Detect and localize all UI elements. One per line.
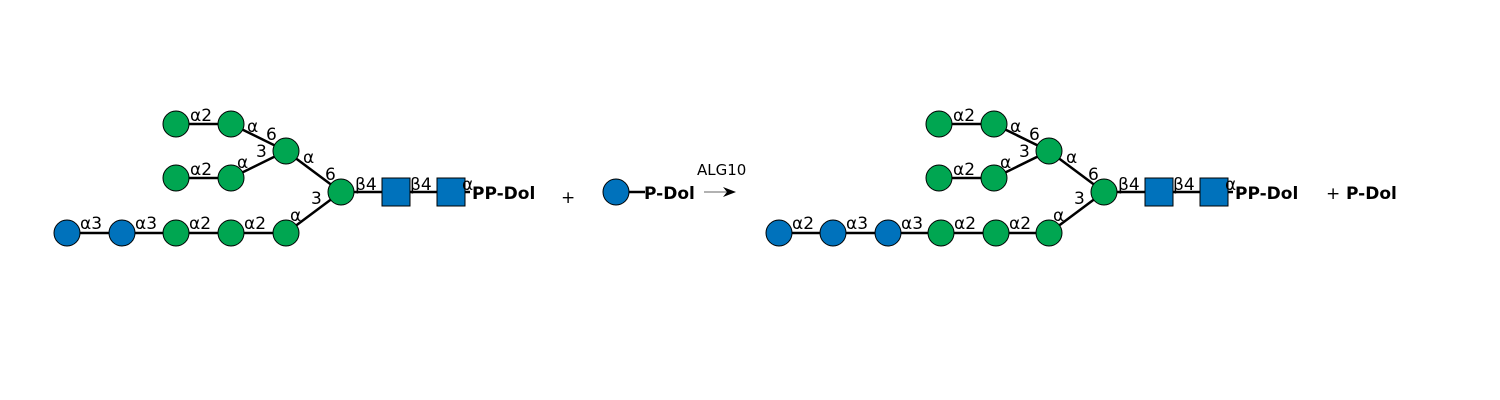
linkage-label: α2	[953, 106, 975, 126]
glucose-circle	[108, 219, 136, 247]
enzyme-label: ALG10	[697, 161, 746, 179]
linkage-label: α2	[954, 214, 976, 234]
mannose-circle	[217, 164, 245, 192]
linkage-label: α	[303, 148, 314, 168]
linkage-label: β4	[1173, 175, 1195, 195]
mannose-circle	[925, 110, 953, 138]
linkage-label: β4	[355, 175, 377, 195]
linkage-label: α3	[80, 214, 102, 234]
linkage-label: 6	[325, 165, 336, 185]
mannose-circle	[272, 137, 300, 165]
mannose-circle	[927, 219, 955, 247]
linkage-label: α2	[1009, 214, 1031, 234]
mannose-circle	[1090, 178, 1118, 206]
plus-sign: +	[561, 188, 575, 208]
byproduct-label: P-Dol	[1346, 184, 1397, 204]
donor-aglycone-label: P-Dol	[644, 184, 695, 204]
reaction-arrowhead	[723, 187, 736, 197]
linkage-label: β4	[410, 175, 432, 195]
linkage-label: α	[462, 175, 473, 195]
linkage-label: α	[1010, 117, 1021, 137]
mannose-circle	[982, 219, 1010, 247]
glucose-circle	[53, 219, 81, 247]
linkage-label: α3	[901, 214, 923, 234]
linkage-label: α2	[244, 214, 266, 234]
aglycone-label: PP-Dol	[1235, 184, 1298, 204]
linkage-label: 6	[266, 125, 277, 145]
glucose-circle	[819, 219, 847, 247]
linkage-label: 3	[256, 142, 267, 162]
linkage-label: 3	[1019, 142, 1030, 162]
linkage-label: α3	[135, 214, 157, 234]
linkage-label: α	[1000, 153, 1011, 173]
linkage-label: α	[247, 117, 258, 137]
mannose-circle	[1035, 137, 1063, 165]
glucose-circle	[874, 219, 902, 247]
linkage-label: α	[237, 153, 248, 173]
linkage-label: α2	[190, 160, 212, 180]
linkage-label: α	[290, 206, 301, 226]
linkage-label: α2	[953, 160, 975, 180]
linkage-label: 3	[311, 189, 322, 209]
linkage-label: α2	[189, 214, 211, 234]
mannose-circle	[272, 219, 300, 247]
mannose-circle	[327, 178, 355, 206]
linkage-label: α	[1066, 148, 1077, 168]
linkage-label: 6	[1088, 165, 1099, 185]
linkage-label: α2	[792, 214, 814, 234]
glcnac-square	[1144, 177, 1174, 207]
plus-sign: +	[1326, 184, 1340, 204]
mannose-circle	[162, 164, 190, 192]
mannose-circle	[217, 110, 245, 138]
glcnac-square	[436, 177, 466, 207]
glcnac-square	[381, 177, 411, 207]
linkage-label: 3	[1074, 189, 1085, 209]
linkage-label: α	[1053, 206, 1064, 226]
mannose-circle	[980, 164, 1008, 192]
mannose-circle	[162, 219, 190, 247]
mannose-circle	[925, 164, 953, 192]
mannose-circle	[217, 219, 245, 247]
linkage-label: β4	[1118, 175, 1140, 195]
linkage-label: α	[1225, 175, 1236, 195]
mannose-circle	[162, 110, 190, 138]
mannose-circle	[1035, 219, 1063, 247]
aglycone-label: PP-Dol	[472, 184, 535, 204]
linkage-label: α2	[190, 106, 212, 126]
glucose-circle	[602, 178, 630, 206]
glcnac-square	[1199, 177, 1229, 207]
linkage-label: 6	[1029, 125, 1040, 145]
glucose-circle	[765, 219, 793, 247]
mannose-circle	[980, 110, 1008, 138]
linkage-label: α3	[846, 214, 868, 234]
